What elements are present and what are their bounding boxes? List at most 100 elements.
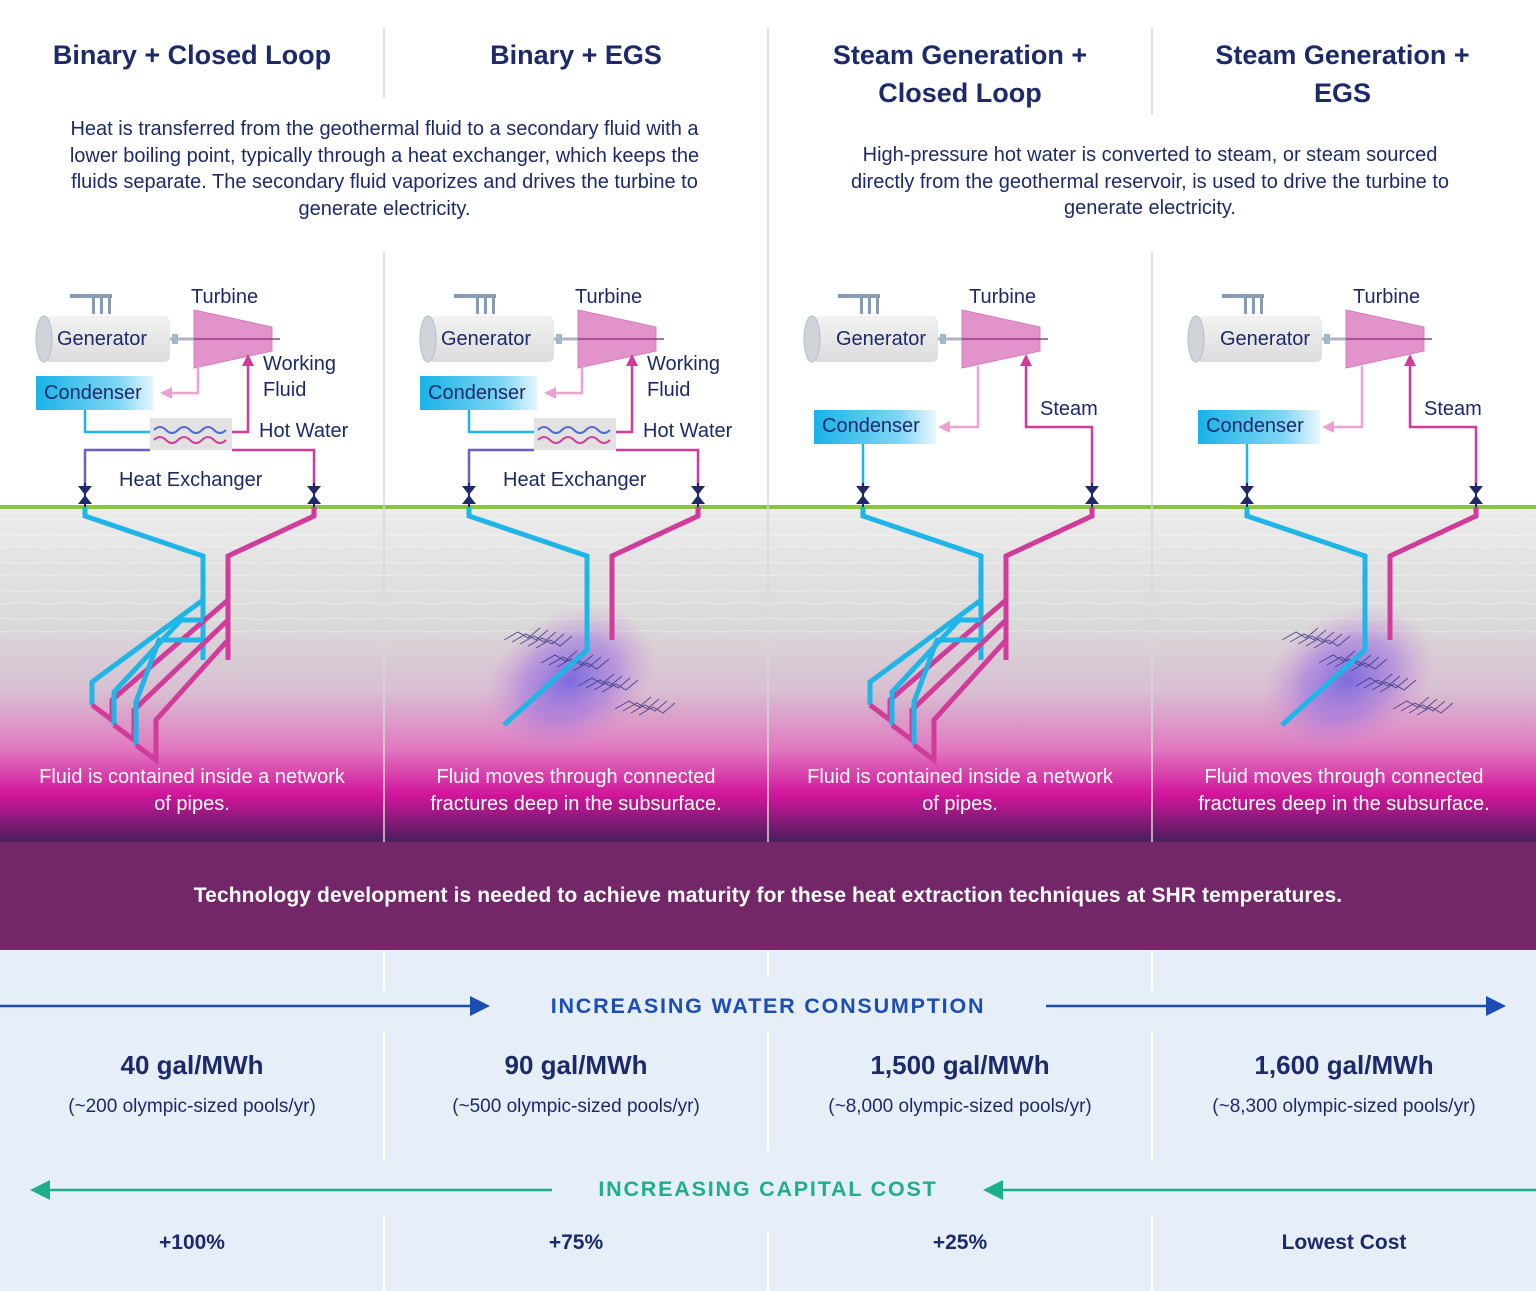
- plant-steam-egs: [1187, 294, 1483, 755]
- mount-leg: [1244, 298, 1247, 314]
- condenser-label: Condenser: [1206, 415, 1304, 437]
- fracture-line: [503, 627, 541, 641]
- technology-banner: Technology development is needed to achi…: [0, 842, 1536, 950]
- arrow-left-icon: [160, 387, 172, 399]
- generator-body: [44, 316, 170, 362]
- water-value-3: 1,500 gal/MWh: [870, 1050, 1050, 1080]
- subsurface-caption-2: Fluid moves through connected fractures …: [430, 766, 722, 815]
- generator-end: [419, 315, 437, 363]
- hot-water-line: [232, 448, 316, 490]
- fracture-line: [622, 698, 660, 712]
- hx-coil: [153, 426, 227, 434]
- arrow-up-icon: [1404, 354, 1416, 366]
- strata-line: [0, 561, 1536, 565]
- fracture-line: [1297, 631, 1335, 645]
- turbine-label: Turbine: [575, 286, 643, 308]
- steam-line: [1024, 362, 1094, 490]
- capital-cost-heading: INCREASING CAPITAL COST: [598, 1177, 938, 1201]
- hot-water-label: Hot Water: [259, 420, 349, 442]
- arrow-left-icon: [544, 387, 556, 399]
- loop-inlet: [911, 637, 981, 745]
- arrow-up-icon: [1020, 354, 1032, 366]
- mount-leg: [1252, 298, 1255, 314]
- production-pipe: [609, 507, 701, 640]
- condenser-label: Condenser: [44, 382, 142, 404]
- generator-body: [428, 316, 554, 362]
- steam-description: High-pressure hot water is converted to …: [850, 144, 1450, 219]
- column-dividers: [383, 28, 1153, 842]
- fracture-line: [1305, 633, 1343, 647]
- turbine-label: Turbine: [191, 286, 259, 308]
- condenser-label: Condenser: [428, 382, 526, 404]
- mount-leg: [1260, 298, 1263, 314]
- subsurface-caption-4: Fluid moves through connected fractures …: [1198, 766, 1490, 815]
- generator-end: [35, 315, 53, 363]
- loop-inlet: [867, 597, 983, 705]
- loop-outlet: [912, 638, 1008, 765]
- cost-value-1: +100%: [159, 1231, 225, 1254]
- heat-exchanger-box: [534, 418, 616, 450]
- generator-end: [803, 315, 821, 363]
- water-consumption-arrows: [0, 996, 1506, 1016]
- condenser-box: [420, 376, 538, 410]
- steam-label: Steam: [1424, 398, 1482, 420]
- cost-value-2: +75%: [548, 1231, 604, 1254]
- mount-leg: [868, 298, 871, 314]
- working-fluid-label: Fluid: [263, 379, 307, 401]
- fracture-line: [540, 650, 578, 664]
- fracture-line: [1416, 702, 1454, 716]
- generator-label: Generator: [1220, 328, 1311, 350]
- injection-pipe: [860, 507, 984, 660]
- arrow-up-icon: [242, 354, 254, 366]
- mount-leg: [492, 298, 495, 314]
- hot-water-label: Hot Water: [643, 420, 733, 442]
- mount-bar: [70, 294, 112, 298]
- column-title-steam-egs: Steam Generation + EGS: [1215, 40, 1470, 108]
- water-value-4: 1,600 gal/MWh: [1254, 1050, 1434, 1080]
- generator-end: [1187, 315, 1205, 363]
- cost-value-3: +25%: [932, 1231, 988, 1254]
- condensate-line: [467, 410, 536, 434]
- arrow-left-icon: [1322, 421, 1334, 433]
- heat-exchanger-label: Heat Exchanger: [503, 469, 647, 491]
- water-note-4: (~8,300 olympic-sized pools/yr): [1212, 1096, 1476, 1117]
- egs-reservoir-glow: [483, 605, 657, 755]
- loop-outlet: [134, 638, 230, 765]
- condenser-box: [36, 376, 154, 410]
- exhaust-line: [1332, 366, 1364, 429]
- strata-line: [0, 533, 1536, 537]
- return-line: [83, 448, 150, 490]
- strata-line: [0, 517, 1536, 521]
- mount-bar: [1222, 294, 1264, 298]
- mount-leg: [476, 298, 479, 314]
- strata-line: [0, 589, 1536, 593]
- working-fluid-line: [232, 362, 250, 434]
- steam-label: Steam: [1040, 398, 1098, 420]
- condenser-box: [814, 410, 936, 444]
- exhaust-line: [170, 366, 200, 395]
- steam-line: [1408, 362, 1478, 490]
- fracture-line: [1392, 696, 1430, 710]
- injection-pipe: [466, 507, 590, 727]
- heat-exchanger-label: Heat Exchanger: [119, 469, 263, 491]
- fracture-line: [572, 658, 610, 672]
- working-fluid-label: Working: [263, 353, 336, 375]
- fracture-line: [638, 702, 676, 716]
- fracture-line: [1379, 679, 1417, 693]
- fracture-line: [511, 629, 549, 643]
- mount-leg: [860, 298, 863, 314]
- subsurface-caption-3: Fluid is contained inside a network of p…: [807, 766, 1113, 815]
- condenser-label: Condenser: [822, 415, 920, 437]
- strata-texture: [0, 517, 1536, 633]
- fracture-line: [1355, 673, 1393, 687]
- injection-pipe: [82, 507, 206, 660]
- exhaust-line: [554, 366, 584, 395]
- shaft-coupling: [556, 334, 562, 344]
- fracture-line: [577, 673, 615, 687]
- hx-coil: [153, 436, 227, 444]
- production-pipe: [1003, 507, 1095, 660]
- water-consumption-heading: INCREASING WATER CONSUMPTION: [550, 994, 986, 1018]
- strata-line: [0, 545, 1536, 549]
- water-note-1: (~200 olympic-sized pools/yr): [68, 1096, 316, 1117]
